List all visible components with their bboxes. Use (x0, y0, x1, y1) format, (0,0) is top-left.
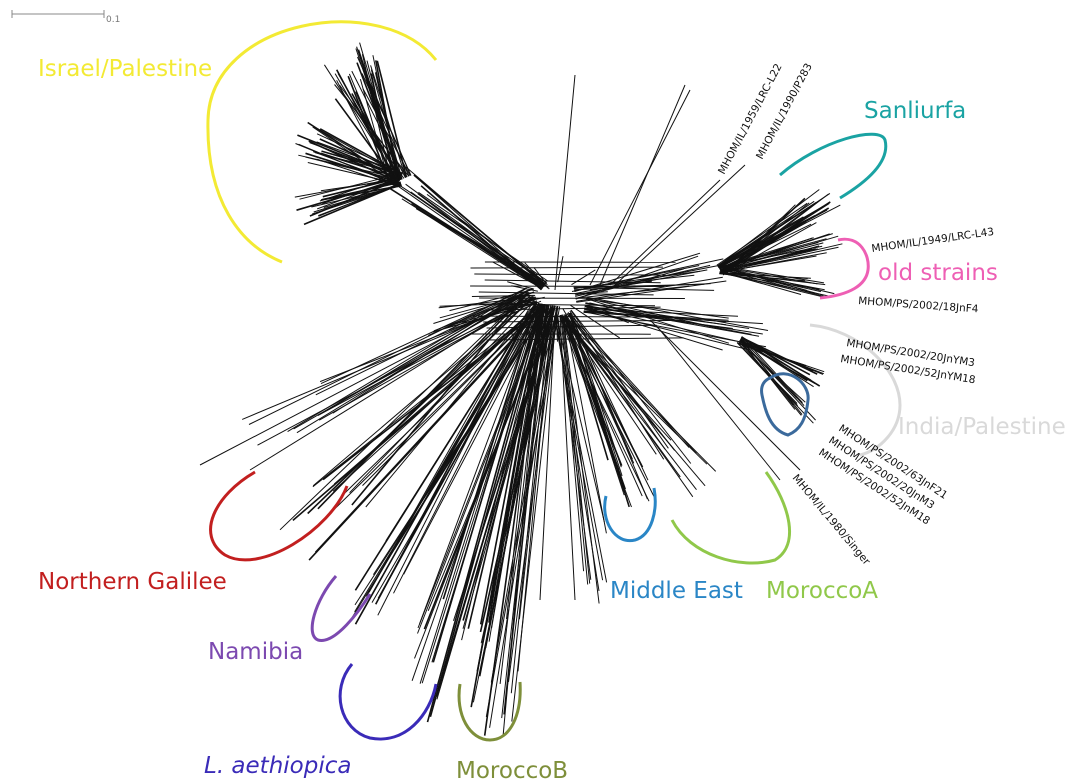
label-namibia: Namibia (208, 639, 303, 665)
network-branches (199, 42, 843, 736)
arc-old-strains (819, 237, 870, 300)
arc-india-palestine-inner (760, 372, 810, 437)
label-aethiopica: L. aethiopica (204, 753, 351, 779)
arc-aethiopica (338, 663, 438, 741)
label-old-strains: old strains (878, 260, 998, 286)
label-india-palestine: India/Palestine (898, 414, 1066, 440)
arc-india-palestine (809, 323, 902, 457)
arc-middle-east (603, 487, 657, 543)
arc-moroccoB (457, 681, 522, 742)
strain-label: MHOM/IL/1990/P283 (754, 61, 815, 161)
label-israel-palestine: Israel/Palestine (38, 56, 212, 82)
strain-label: MHOM/PS/2002/18JnF4 (858, 295, 979, 315)
arc-northern-galilee (209, 470, 349, 562)
arc-sanliurfa (779, 132, 888, 200)
label-sanliurfa: Sanliurfa (864, 98, 966, 124)
strain-label: MHOM/IL/1980/Singer (790, 472, 873, 568)
strain-label: MHOM/IL/1949/LRC-L43 (871, 226, 995, 255)
arc-israel-palestine (206, 20, 438, 264)
label-moroccoA: MoroccoA (766, 578, 878, 604)
scale-bar: 0.1 (11, 10, 120, 25)
label-northern-galilee: Northern Galilee (38, 569, 227, 595)
scale-bar-label: 0.1 (106, 15, 120, 25)
arc-namibia (310, 575, 372, 642)
label-moroccoB: MoroccoB (456, 758, 568, 782)
label-middle-east: Middle East (610, 578, 743, 604)
arc-moroccoA (670, 471, 791, 565)
